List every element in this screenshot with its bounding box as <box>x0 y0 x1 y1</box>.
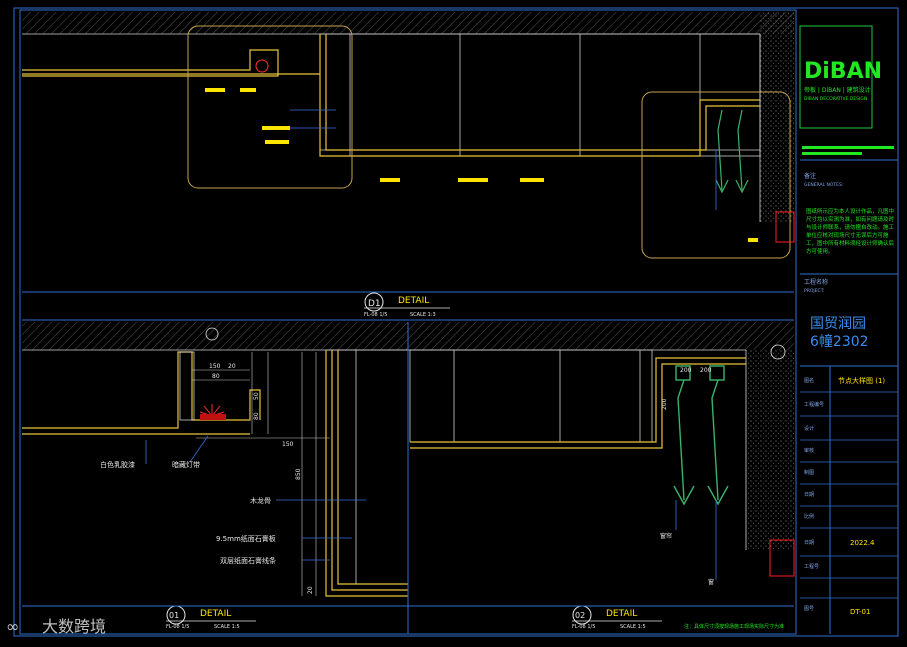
watermark-text: 大数跨境 <box>42 617 106 636</box>
row-label-8: 工程号 <box>804 563 819 570</box>
dim-8: 200 <box>680 367 692 374</box>
dim-12: 20 <box>307 586 314 594</box>
row-label-6: 比例 <box>804 513 814 520</box>
detail-02-scale: SCALE 1:5 <box>620 624 646 630</box>
detail-01-sub: FL-08 1/5 <box>166 624 189 630</box>
dim-9: 200 <box>700 367 712 374</box>
project-label-en: PROJECT: <box>804 288 824 294</box>
footer-note: 注：具体尺寸须按现场施工现场实际尺寸为准 <box>684 623 784 630</box>
row-label-9: 图号 <box>804 606 814 612</box>
detail-d1-sub: FL-08 1/5 <box>364 312 387 318</box>
detail-02-sub: FL-08 1/5 <box>572 624 595 630</box>
detail-label-02: 02 DETAIL FL-08 1/5 SCALE 1:5 <box>572 605 662 630</box>
row-label-3: 审核 <box>804 447 814 454</box>
row-label-2: 设计 <box>804 425 814 432</box>
detail-d1-scale: SCALE 1:3 <box>410 312 436 318</box>
dim-10: 200 <box>661 398 668 410</box>
row-label-1: 工程编号 <box>804 401 824 408</box>
company-line2: DIBAN DECORATIVE DESIGN <box>804 96 867 102</box>
detail-02-id: 02 <box>575 611 585 620</box>
watermark-logo-icon: ∞ <box>6 617 19 636</box>
sheet-no: DT-01 <box>850 608 870 616</box>
detail-d1-id: D1 <box>368 299 381 309</box>
logo-text: DiBAN <box>804 59 882 84</box>
anno-paint: 白色乳胶漆 <box>100 460 135 469</box>
notes-label: 备注 <box>804 172 816 180</box>
watermark: ∞ 大数跨境 <box>6 617 106 636</box>
dim-5: 80 <box>253 412 260 420</box>
detail-label-01: 01 DETAIL FL-08 1/5 SCALE 1:5 <box>166 605 256 630</box>
notes-label-en: GENERAL NOTES: <box>804 182 843 188</box>
row-label-4: 制图 <box>804 469 814 476</box>
detail-02-title: DETAIL <box>606 609 637 619</box>
drawing-date: 2022.4 <box>850 539 875 547</box>
dim-6: 150 <box>282 441 294 448</box>
dim-2: 20 <box>228 363 236 370</box>
anno-wood: 木龙骨 <box>250 496 271 505</box>
row-label-0: 图名 <box>804 377 814 384</box>
title-block: DiBAN 帝板 | DiBAN | 建筑设计 DIBAN DECORATIVE… <box>799 25 898 634</box>
project-label: 工程名称 <box>804 278 828 286</box>
dim-1: 150 <box>209 363 221 370</box>
dim-7: 850 <box>295 468 302 480</box>
detail-01-title: DETAIL <box>200 609 231 619</box>
dim-3: 80 <box>212 373 220 380</box>
dim-4: 50 <box>253 392 260 400</box>
detail-d1 <box>22 12 795 321</box>
project-name-2: 6幢2302 <box>810 333 869 350</box>
anno-light: 暗藏灯带 <box>172 460 200 469</box>
notes-text: 图纸所示应为本人设计作品，凡图中尺寸均以实测为准，如有问题请及时与设计师联系，请… <box>806 209 895 255</box>
sheet-frame <box>13 7 899 637</box>
company-line1: 帝板 | DiBAN | 建筑设计 <box>804 86 871 94</box>
anno-double-gypsum: 双层纸面石膏线条 <box>220 556 276 565</box>
row-label-7: 日期 <box>804 540 814 546</box>
detail-02: 200 200 200 窗帘 窗 <box>408 322 795 586</box>
detail-01-id: 01 <box>169 611 179 620</box>
anno-curtain: 窗帘 <box>660 532 672 540</box>
anno-gypsum: 9.5mm纸面石膏板 <box>216 534 276 543</box>
anno-wall: 窗 <box>708 578 714 586</box>
detail-01: 150 20 80 50 80 150 850 20 白色乳胶漆 暗藏灯带 木龙… <box>22 322 409 597</box>
drawing-title: 节点大样图 (1) <box>838 376 885 385</box>
detail-label-d1: D1 DETAIL FL-08 1/5 SCALE 1:3 <box>364 292 450 318</box>
detail-d1-title: DETAIL <box>398 296 429 306</box>
detail-01-scale: SCALE 1:5 <box>214 624 240 630</box>
project-name-1: 国贸润园 <box>810 316 866 332</box>
row-label-5: 日期 <box>804 492 814 498</box>
